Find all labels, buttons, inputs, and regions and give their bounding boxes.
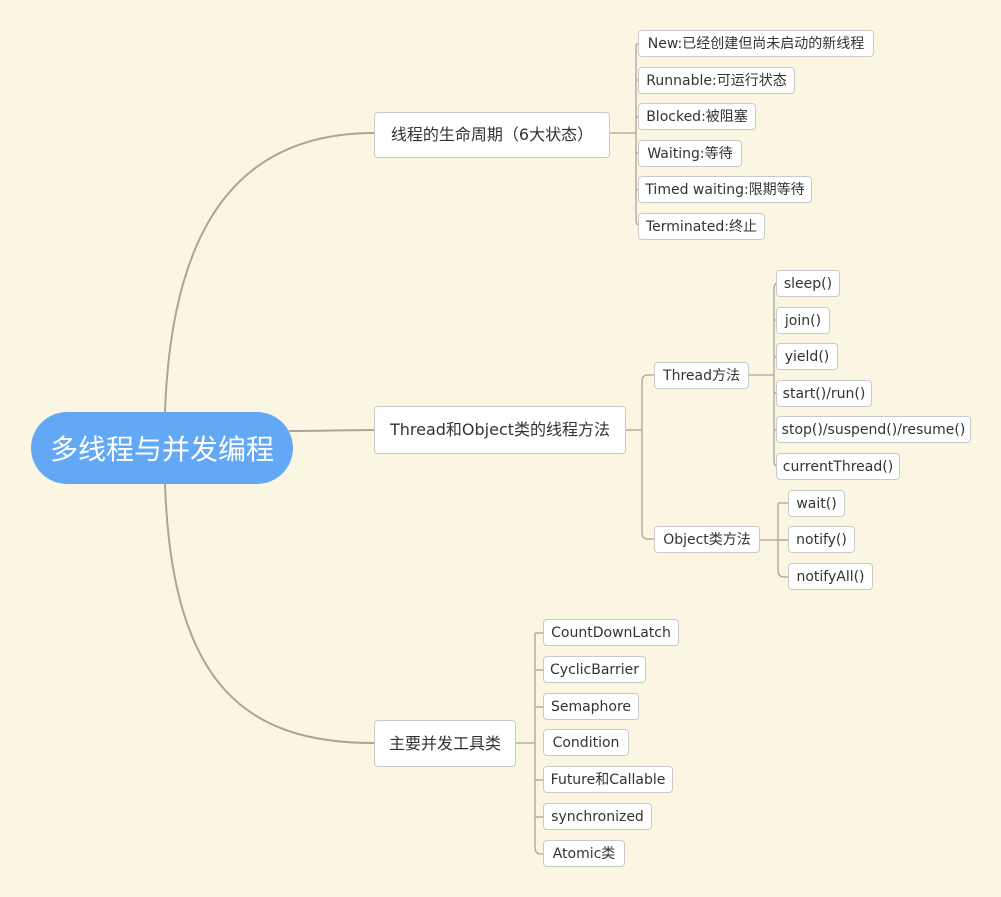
topic-methods[interactable]: Thread和Object类的线程方法 xyxy=(374,406,626,454)
state-runnable[interactable]: Runnable:可运行状态 xyxy=(638,67,795,94)
tool-condition-label: Condition xyxy=(552,734,620,751)
subtopic-object-methods-label: Object类方法 xyxy=(663,531,751,548)
tool-future-callable[interactable]: Future和Callable xyxy=(543,766,673,793)
tool-atomic-label: Atomic类 xyxy=(552,845,616,862)
state-blocked[interactable]: Blocked:被阻塞 xyxy=(638,103,756,130)
topic-tools[interactable]: 主要并发工具类 xyxy=(374,720,516,767)
method-notify[interactable]: notify() xyxy=(788,526,855,553)
tool-condition[interactable]: Condition xyxy=(543,729,629,756)
tool-countdownlatch-label: CountDownLatch xyxy=(551,624,671,641)
tool-atomic[interactable]: Atomic类 xyxy=(543,840,625,867)
edge-root-lifecycle xyxy=(164,132,375,413)
tool-synchronized[interactable]: synchronized xyxy=(543,803,652,830)
method-sleep[interactable]: sleep() xyxy=(776,270,840,297)
state-timed-waiting-label: Timed waiting:限期等待 xyxy=(645,181,805,198)
subtopic-thread-methods-label: Thread方法 xyxy=(663,367,740,384)
topic-tools-label: 主要并发工具类 xyxy=(388,733,501,753)
state-new[interactable]: New:已经创建但尚未启动的新线程 xyxy=(638,30,874,57)
method-join-label: join() xyxy=(784,312,822,329)
method-current-thread-label: currentThread() xyxy=(782,458,894,475)
state-terminated-label: Terminated:终止 xyxy=(646,218,757,235)
subtopic-object-methods[interactable]: Object类方法 xyxy=(654,526,760,553)
edge-root-tools xyxy=(164,483,375,744)
state-new-label: New:已经创建但尚未启动的新线程 xyxy=(647,35,865,52)
method-stop-suspend-resume[interactable]: stop()/suspend()/resume() xyxy=(776,416,971,443)
tool-cyclicbarrier[interactable]: CyclicBarrier xyxy=(543,656,646,683)
tool-synchronized-label: synchronized xyxy=(551,808,644,825)
state-waiting[interactable]: Waiting:等待 xyxy=(638,140,742,167)
tool-future-callable-label: Future和Callable xyxy=(550,771,666,788)
method-join[interactable]: join() xyxy=(776,307,830,334)
edge-tools-bracket xyxy=(534,632,543,855)
edge-object-bracket xyxy=(777,502,788,578)
method-notify-label: notify() xyxy=(796,531,847,548)
method-sleep-label: sleep() xyxy=(783,275,833,292)
tool-cyclicbarrier-label: CyclicBarrier xyxy=(550,661,639,678)
state-timed-waiting[interactable]: Timed waiting:限期等待 xyxy=(638,176,812,203)
method-yield-label: yield() xyxy=(784,348,830,365)
root-label: 多线程与并发编程 xyxy=(49,433,274,466)
topic-lifecycle[interactable]: 线程的生命周期（6大状态） xyxy=(374,112,610,158)
method-start-run-label: start()/run() xyxy=(782,385,866,402)
tool-countdownlatch[interactable]: CountDownLatch xyxy=(543,619,679,646)
tool-semaphore[interactable]: Semaphore xyxy=(543,693,639,720)
root-node[interactable]: 多线程与并发编程 xyxy=(31,412,293,484)
state-terminated[interactable]: Terminated:终止 xyxy=(638,213,765,240)
subtopic-thread-methods[interactable]: Thread方法 xyxy=(654,362,749,389)
method-start-run[interactable]: start()/run() xyxy=(776,380,872,407)
edge-root-methods xyxy=(289,429,375,432)
topic-lifecycle-label: 线程的生命周期（6大状态） xyxy=(390,125,594,144)
method-wait-label: wait() xyxy=(796,495,837,512)
method-notify-all-label: notifyAll() xyxy=(796,568,865,585)
tool-semaphore-label: Semaphore xyxy=(550,698,632,715)
state-waiting-label: Waiting:等待 xyxy=(647,145,733,162)
method-yield[interactable]: yield() xyxy=(776,343,838,370)
topic-methods-label: Thread和Object类的线程方法 xyxy=(389,420,611,439)
method-notify-all[interactable]: notifyAll() xyxy=(788,563,873,590)
edge-methods-bracket xyxy=(641,374,654,540)
method-wait[interactable]: wait() xyxy=(788,490,845,517)
method-current-thread[interactable]: currentThread() xyxy=(776,453,900,480)
state-blocked-label: Blocked:被阻塞 xyxy=(646,108,748,125)
method-stop-suspend-resume-label: stop()/suspend()/resume() xyxy=(781,421,966,438)
state-runnable-label: Runnable:可运行状态 xyxy=(646,72,787,89)
